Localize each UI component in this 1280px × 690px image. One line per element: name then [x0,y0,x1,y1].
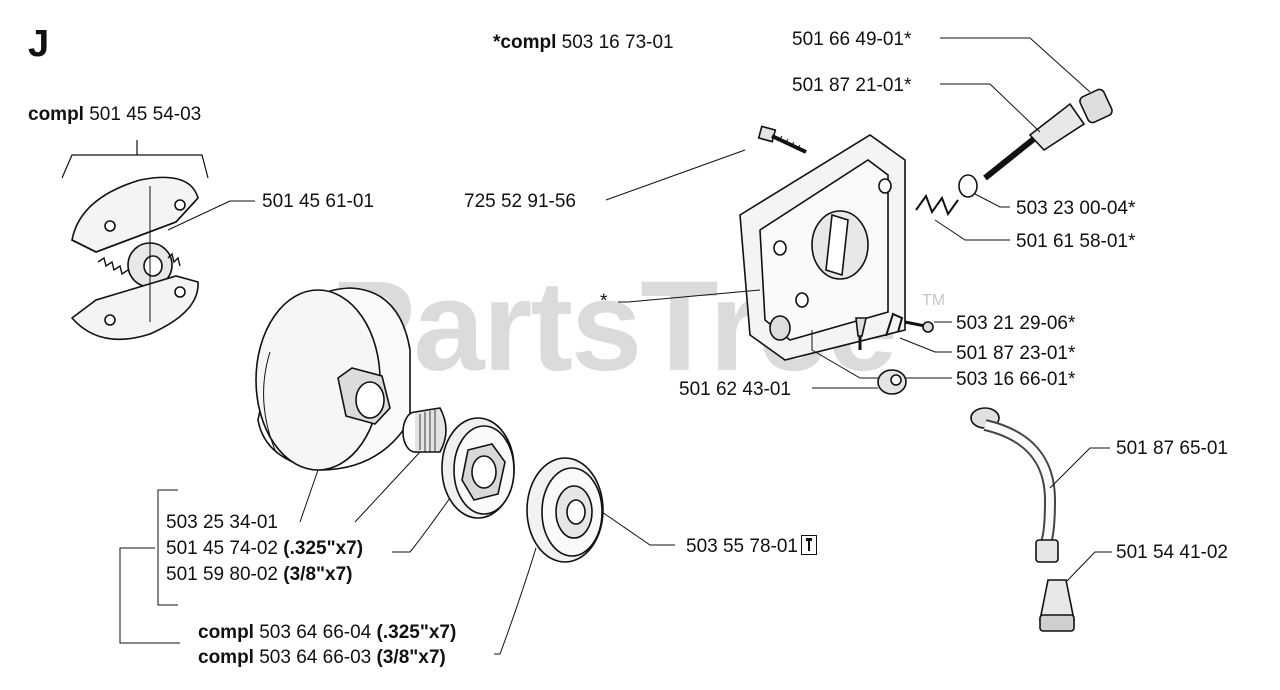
label-oil-filter: 501 54 41-02 [1116,542,1228,563]
washer-drawing [958,174,978,198]
label-sprocket-325: 501 45 74-02 (.325"x7) [166,538,364,559]
label-star: * [600,291,608,312]
sprocket-drawing [392,417,515,553]
label-clip: 501 87 23-01* [956,343,1076,364]
label-oil-hose: 501 87 65-01 [1116,438,1228,459]
label-rim-sprocket: 503 55 78-01 [686,535,817,558]
rim-sprocket-drawing [494,457,675,655]
oil-filter-drawing [1039,551,1112,632]
label-pump-spring: 501 61 58-01* [1016,231,1136,252]
oil-hose-drawing [970,407,1110,563]
label-bearing: 503 25 34-01 [166,512,278,533]
label-drum-38: compl 503 64 66-03 (3/8"x7) [198,647,446,668]
trademark-mark: TM [922,292,946,309]
bolt-drawing [605,125,807,201]
needle-bearing-drawing [354,407,447,523]
clutch-drum-drawing [255,287,411,523]
label-washer: 503 23 00-04* [1016,198,1136,219]
pump-spring-drawing [915,193,959,217]
label-clutch-spring: 501 45 61-01 [262,191,374,212]
label-sprocket-38: 501 59 80-02 (3/8"x7) [166,564,353,585]
label-bushing: 501 62 43-01 [679,379,791,400]
label-adjust-screw: 503 16 66-01* [956,369,1076,390]
label-pump-cap: 501 66 49-01* [792,29,912,50]
label-small-screw: 503 21 29-06* [956,313,1076,334]
oil-pump-drawing [618,134,952,379]
section-letter: J [28,23,50,65]
small-parts-drawing [812,312,952,395]
bracket-lines [119,489,180,644]
tool-icon [801,535,817,555]
pump-piston-drawing [940,37,1113,181]
label-top-compl: *compl 503 16 73-01 [493,32,674,53]
label-pump-piston: 501 87 21-01* [792,75,912,96]
label-bolt: 725 52 91-56 [464,191,576,212]
clutch-assembly-drawing [61,140,255,341]
label-drum-325: compl 503 64 66-04 (.325"x7) [198,622,457,643]
label-clutch-compl: compl 501 45 54-03 [28,104,202,125]
